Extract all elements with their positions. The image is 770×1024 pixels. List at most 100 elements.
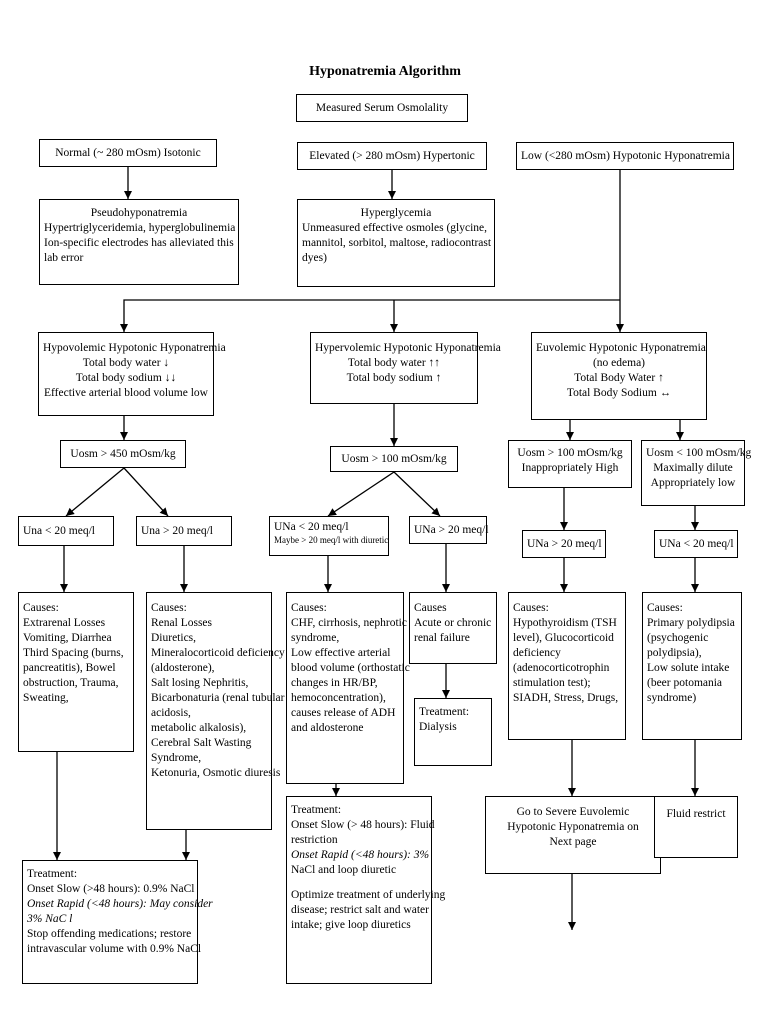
causes-line: syndrome, <box>291 632 340 644</box>
causes-renal-failure-box: Causes Acute or chronic renal failure <box>409 592 497 664</box>
causes-line: Third Spacing (burns, <box>23 647 124 659</box>
causes-line: deficiency <box>513 647 561 659</box>
causes-line: Acute or chronic <box>414 617 492 629</box>
arrow-uosm100-to-una-gt20 <box>393 471 441 517</box>
treatment-line: restriction <box>291 834 338 846</box>
causes-line: Bicarbonaturia (renal tubular <box>151 692 285 704</box>
arrow-euvolemic-to-uosm-low <box>676 420 684 440</box>
treatment-line: disease; restrict salt and water <box>291 904 429 916</box>
uosm-100-label: Uosm > 100 mOsm/kg <box>341 453 447 465</box>
una-gt20-box: Una > 20 meq/l <box>136 516 232 546</box>
hypovolemic-line: Total body water ↓ <box>82 357 170 369</box>
causes-chf-box: Causes: CHF, cirrhosis, nephrotic syndro… <box>286 592 410 784</box>
causes-line: Primary polydipsia <box>647 617 735 629</box>
causes-line: Syndrome, <box>151 752 202 764</box>
measured-osmolality-label: Measured Serum Osmolality <box>315 102 449 114</box>
causes-line: Salt losing Nephritis, <box>151 677 249 689</box>
causes-line: acidosis, <box>151 707 191 719</box>
causes-line: Ketonuria, Osmotic diuresis <box>151 767 281 779</box>
pseudo-line: lab error <box>44 252 84 264</box>
hyperglycemia-line: dyes) <box>302 252 327 264</box>
causes-line: Causes: <box>647 602 683 614</box>
causes-polydipsia-box: Causes: Primary polydipsia (psychogenic … <box>642 592 742 740</box>
euvolemic-una-gt20-label: UNa > 20 meq/l <box>527 538 602 550</box>
arrow-severe-to-next-page <box>568 874 576 930</box>
low-hypotonic-label: Low (<280 mOsm) Hypotonic Hyponatremia <box>521 150 730 162</box>
causes-line: Mineralocorticoid deficiency <box>151 647 285 659</box>
hypervolemic-line: Total body sodium ↑ <box>346 372 442 384</box>
euvolemic-uosm-high-box: Uosm > 100 mOsm/kg Inappropriately High <box>508 440 632 488</box>
euvolemic-line: Euvolemic Hypotonic Hyponatremia <box>536 342 706 354</box>
hypervolemic-line: Hypervolemic Hypotonic Hyponatremia <box>315 342 501 354</box>
causes-line: polydipsia), <box>647 647 702 659</box>
normal-isotonic-label: Normal (~ 280 mOsm) Isotonic <box>55 147 201 159</box>
severe-euvolemic-line: Go to Severe Euvolemic <box>516 806 630 818</box>
causes-line: causes release of ADH <box>291 707 396 719</box>
causes-line: Low solute intake <box>647 662 730 674</box>
euvolemic-uosm-low-line: Uosm < 100 mOsm/kg <box>646 447 752 459</box>
arrow-euv-una-lt20-to-causes <box>691 558 699 592</box>
pseudo-line: Hypertriglyceridemia, hyperglobulinemia <box>44 222 236 234</box>
severe-euvolemic-box: Go to Severe Euvolemic Hypotonic Hyponat… <box>485 796 661 874</box>
euvolemic-uosm-low-box: Uosm < 100 mOsm/kg Maximally dilute Appr… <box>641 440 752 506</box>
treatment-line: Optimize treatment of underlying <box>291 889 446 901</box>
euvolemic-una-lt20-box: UNa < 20 meq/l <box>654 530 738 558</box>
causes-line: syndrome) <box>647 692 697 704</box>
elevated-hypertonic-box: Elevated (> 280 mOsm) Hypertonic <box>297 142 487 170</box>
hypervolemic-box: Hypervolemic Hypotonic Hyponatremia Tota… <box>310 332 501 404</box>
causes-line: (aldosterone), <box>151 662 215 674</box>
causes-line: CHF, cirrhosis, nephrotic <box>291 617 407 629</box>
hypervolemic-una-lt20-box: UNa < 20 meq/l Maybe > 20 meq/l with diu… <box>269 516 389 556</box>
causes-line: SIADH, Stress, Drugs, <box>513 692 619 704</box>
arrow-low-to-euvolemic <box>616 170 624 332</box>
causes-line: changes in HR/BP, <box>291 677 378 689</box>
hypovolemic-line: Effective arterial blood volume low <box>44 387 208 399</box>
elevated-hypertonic-label: Elevated (> 280 mOsm) Hypertonic <box>309 150 475 162</box>
arrow-normal-to-pseudo <box>124 167 132 199</box>
arrow-uosm-high-to-una-gt20 <box>560 488 568 530</box>
causes-extrarenal-box: Causes: Extrarenal Losses Vomiting, Diar… <box>18 592 134 752</box>
treatment-line: Onset Rapid (<48 hours): May consider <box>27 898 213 910</box>
causes-line: pancreatitis), Bowel <box>23 662 116 674</box>
arrow-uosm450-to-una-lt20 <box>65 467 125 517</box>
arrow-hypovolemic-to-uosm450 <box>120 416 128 440</box>
causes-line: Causes: <box>513 602 549 614</box>
arrow-hyper-una-gt20-to-causes <box>442 544 450 592</box>
euvolemic-line: Total Body Water ↑ <box>574 372 664 384</box>
fluid-restrict-label: Fluid restrict <box>666 808 726 820</box>
causes-line: metabolic alkalosis), <box>151 722 247 734</box>
arrow-euvolemic-to-uosm-high <box>566 420 574 440</box>
causes-line: level), Glucocorticoid <box>513 632 614 644</box>
treatment-line: NaCl and loop diuretic <box>291 864 397 876</box>
pseudohyponatremia-title: Pseudohyponatremia <box>90 207 188 219</box>
causes-line: (adenocorticotrophin <box>513 662 610 674</box>
una-lt20-label: Una < 20 meq/l <box>23 525 95 537</box>
treatment-label: Treatment: <box>27 868 78 880</box>
causes-line: Sweating, <box>23 692 69 704</box>
arrow-polydipsia-to-fluid-restrict <box>691 740 699 796</box>
hyperglycemia-title: Hyperglycemia <box>360 207 432 219</box>
arrow-una-gt20-to-causes <box>180 546 188 592</box>
uosm-450-label: Uosm > 450 mOsm/kg <box>70 448 176 460</box>
causes-line: (beer potomania <box>647 677 723 689</box>
hypervolemic-una-lt20-label: UNa < 20 meq/l <box>274 521 349 533</box>
hypervolemic-una-gt20-box: UNa > 20 meq/l <box>409 516 489 544</box>
euvolemic-box: Euvolemic Hypotonic Hyponatremia (no ede… <box>531 332 707 420</box>
arrow-hypothyroid-to-severe <box>568 740 576 796</box>
hypervolemic-una-gt20-label: UNa > 20 meq/l <box>414 524 489 536</box>
causes-line: Extrarenal Losses <box>23 617 106 629</box>
causes-hypothyroid-box: Causes: Hypothyroidism (TSH level), Gluc… <box>508 592 626 740</box>
euvolemic-uosm-low-line: Maximally dilute <box>653 462 733 474</box>
arrow-euv-una-gt20-to-causes <box>560 558 568 592</box>
una-gt20-label: Una > 20 meq/l <box>141 525 213 537</box>
treatment-label: Treatment: <box>419 706 470 718</box>
una-lt20-box: Una < 20 meq/l <box>18 516 114 546</box>
causes-line: (psychogenic <box>647 632 709 644</box>
euvolemic-uosm-high-line: Inappropriately High <box>521 462 619 474</box>
treatment-hypovolemic-box: Treatment: Onset Slow (>48 hours): 0.9% … <box>22 860 213 984</box>
severe-euvolemic-line: Next page <box>549 836 597 848</box>
treatment-line: intravascular volume with 0.9% NaCl <box>27 943 202 955</box>
hypervolemic-una-lt20-note: Maybe > 20 meq/l with diuretic <box>274 535 389 545</box>
hypovolemic-line: Hypovolemic Hypotonic Hyponatremia <box>43 342 226 354</box>
treatment-line: Stop offending medications; restore <box>27 928 192 940</box>
